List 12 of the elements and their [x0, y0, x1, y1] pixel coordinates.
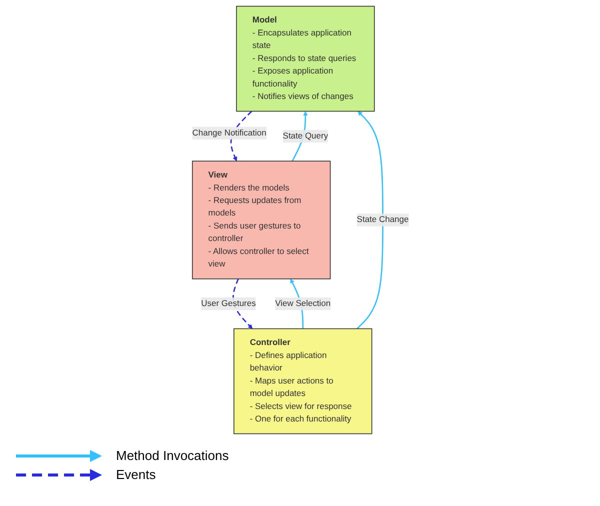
- node-box: View - Renders the models - Requests updates from models - Sends user gestures to controller - Allows controller to select view: [192, 160, 330, 280]
- edge-label: Change Notification: [192, 128, 266, 138]
- node-box: Controller - Defines application behavior - Maps user actions to model updates - Selects view for response - One for each functionality: [233, 328, 372, 434]
- arrow: [356, 111, 383, 330]
- edge-label: View Selection: [274, 299, 330, 308]
- edge-label: User Gestures: [200, 299, 256, 308]
- legend-text: Method Invocations: [116, 448, 229, 463]
- arrow: [230, 110, 252, 162]
- node-box: Model - Encapsulates application state - Responds to state queries - Exposes application functionality - Notifies views of changes: [236, 6, 374, 112]
- edge-label: State Query: [282, 131, 328, 140]
- legend-text: Events: [116, 467, 156, 482]
- edge-label: State Change: [356, 215, 408, 224]
